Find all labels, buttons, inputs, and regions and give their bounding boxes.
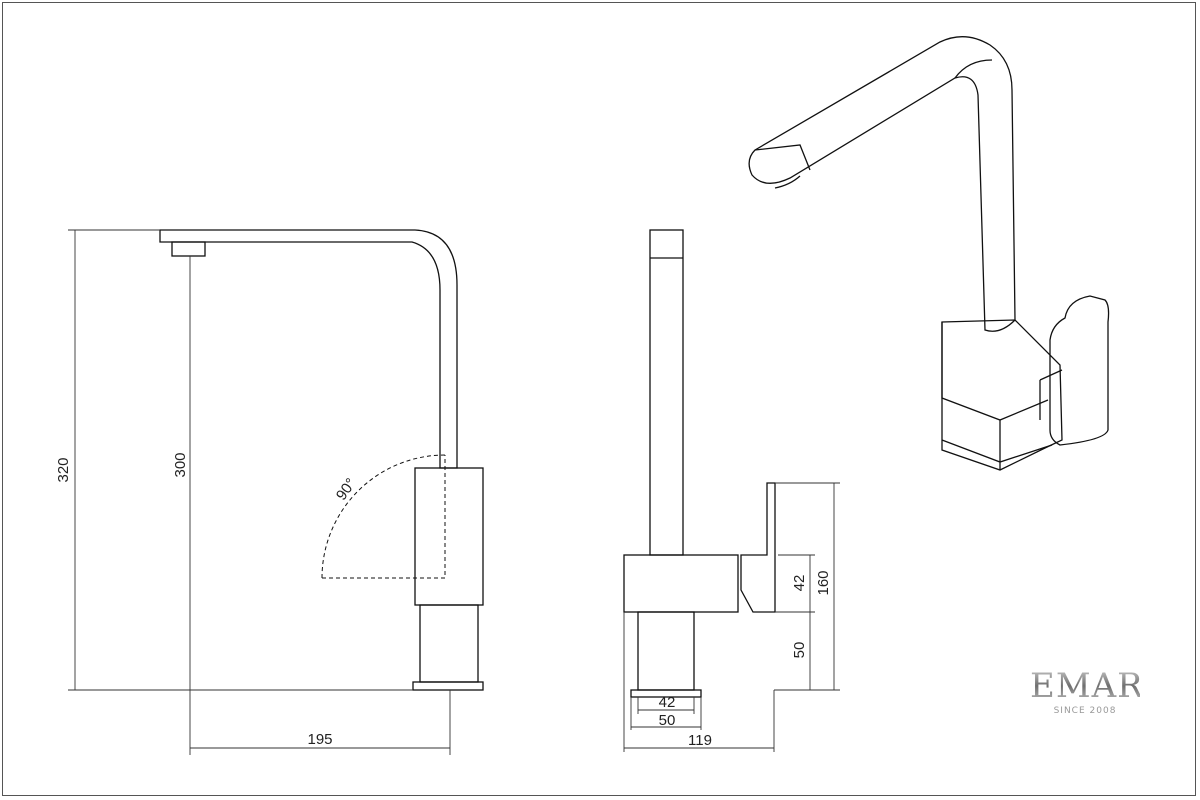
dim-height-spout: 300 <box>172 452 189 477</box>
dim-handle-plate-height: 160 <box>815 570 832 595</box>
swivel-arc <box>321 454 446 579</box>
dim-reach: 195 <box>307 731 332 748</box>
front-dimension-lines <box>623 482 840 752</box>
side-view-faucet <box>159 229 484 691</box>
brand-name: EMAR <box>1030 666 1144 706</box>
dim-total-width: 119 <box>688 732 712 749</box>
dim-base-width: 50 <box>659 712 676 729</box>
side-dimension-lines <box>68 229 451 755</box>
front-view-faucet <box>623 229 776 698</box>
brand-logo: EMAR SINCE 2008 <box>1030 666 1144 716</box>
perspective-view-faucet <box>748 36 1110 471</box>
dim-base-to-body: 50 <box>791 642 808 659</box>
dim-swivel-angle: 90° <box>333 475 360 503</box>
dim-handle-height: 42 <box>791 575 808 592</box>
dim-height-total: 320 <box>55 457 72 482</box>
brand-tagline: SINCE 2008 <box>1053 706 1117 716</box>
dim-stem-width: 42 <box>659 694 676 711</box>
